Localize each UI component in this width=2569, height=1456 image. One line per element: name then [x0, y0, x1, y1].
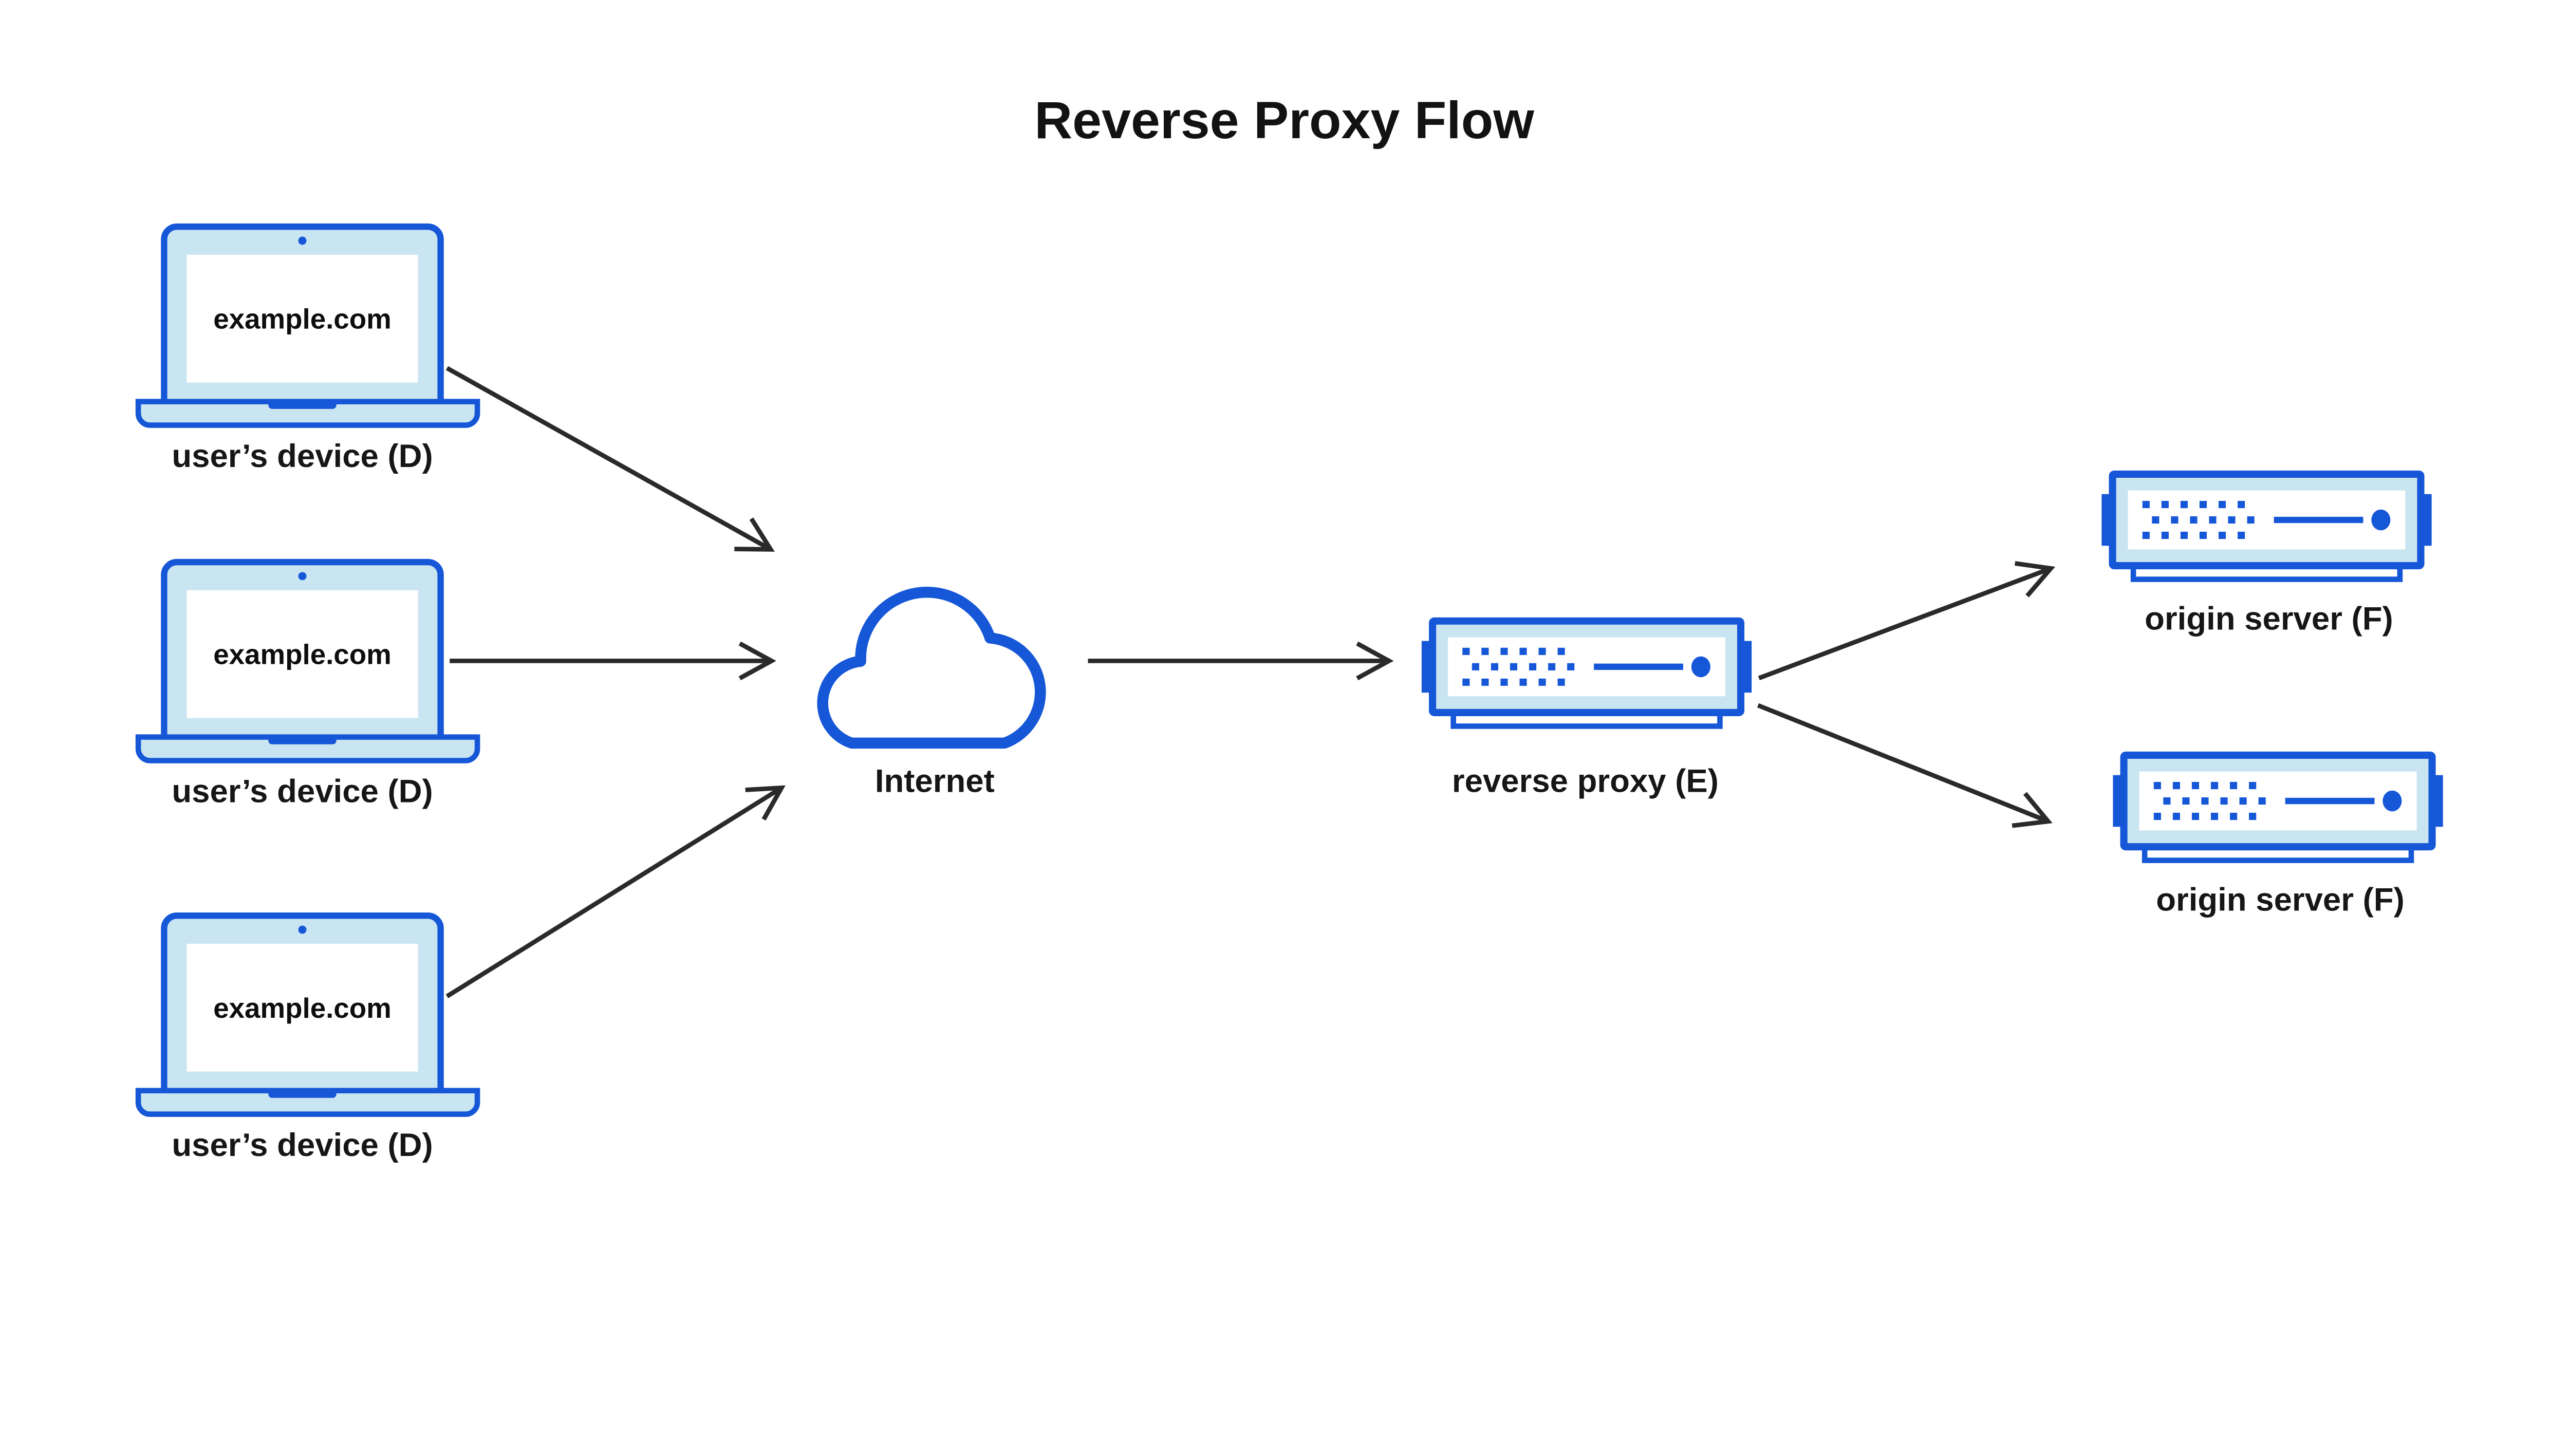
diagram-title: Reverse Proxy Flow [1034, 90, 1534, 150]
laptop-hinge-notch [268, 401, 337, 409]
user-device-1: example.com user’s device (D) [135, 223, 480, 474]
arrowhead-icon [2012, 792, 2053, 828]
arrow-device2-to-internet [450, 641, 776, 681]
arrow-internet-to-proxy [1088, 641, 1394, 681]
vent-dots [1462, 647, 1575, 686]
origin-server-1: origin server (F) [2101, 470, 2432, 637]
camera-dot-icon [298, 925, 307, 934]
server-front-panel [2128, 490, 2406, 550]
arrow-proxy-to-origin2 [1757, 703, 2053, 828]
laptop-base [135, 734, 480, 763]
internet-label: Internet [875, 762, 995, 799]
laptop-base [135, 1088, 480, 1117]
device-label: user’s device (D) [172, 438, 433, 474]
user-device-3: example.com user’s device (D) [135, 912, 480, 1163]
arrow-proxy-to-origin1 [1758, 561, 2056, 681]
reverse-proxy-flow-page: Reverse Proxy Flow example.com user’s dev… [135, 90, 2443, 1163]
server-label: origin server (F) [2145, 601, 2393, 637]
user-device-2: example.com user’s device (D) [135, 558, 480, 810]
arrowhead-icon [734, 517, 775, 552]
laptop-hinge-notch [268, 1090, 337, 1098]
internet-cloud: Internet [817, 587, 1046, 799]
server-label: origin server (F) [2156, 882, 2405, 918]
server-front-panel [1448, 637, 1726, 697]
origin-server-2: origin server (F) [2113, 751, 2443, 918]
vent-dots [2142, 500, 2255, 539]
arrowhead-icon [2015, 561, 2056, 598]
power-led-icon [2382, 790, 2402, 812]
server-label: reverse proxy (E) [1452, 762, 1719, 799]
power-led-icon [2371, 509, 2391, 531]
server-front-panel [2139, 771, 2417, 831]
laptop-screen [187, 254, 418, 383]
vent-dots [2153, 781, 2266, 820]
laptop-base [135, 399, 480, 428]
camera-dot-icon [298, 572, 307, 581]
device-label: user’s device (D) [172, 1127, 433, 1163]
arrow-device1-to-internet [445, 366, 775, 552]
screen-url-text: example.com [213, 639, 392, 670]
arrowhead-icon [745, 785, 786, 821]
screen-url-text: example.com [213, 303, 392, 335]
power-led-icon [1691, 656, 1710, 678]
reverse-proxy-flow-diagram: Reverse Proxy Flow example.com user’s dev… [135, 90, 2443, 1163]
reverse-proxy: reverse proxy (E) [1421, 617, 1752, 799]
arrow-device3-to-internet [445, 785, 786, 999]
camera-dot-icon [298, 236, 307, 245]
laptop-screen [187, 590, 418, 718]
laptop-hinge-notch [268, 737, 337, 744]
arrowhead-icon [1356, 641, 1394, 681]
screen-url-text: example.com [213, 992, 392, 1024]
cloud-icon [817, 587, 1046, 749]
arrowhead-icon [738, 641, 776, 681]
device-label: user’s device (D) [172, 773, 433, 810]
laptop-screen [187, 943, 418, 1072]
